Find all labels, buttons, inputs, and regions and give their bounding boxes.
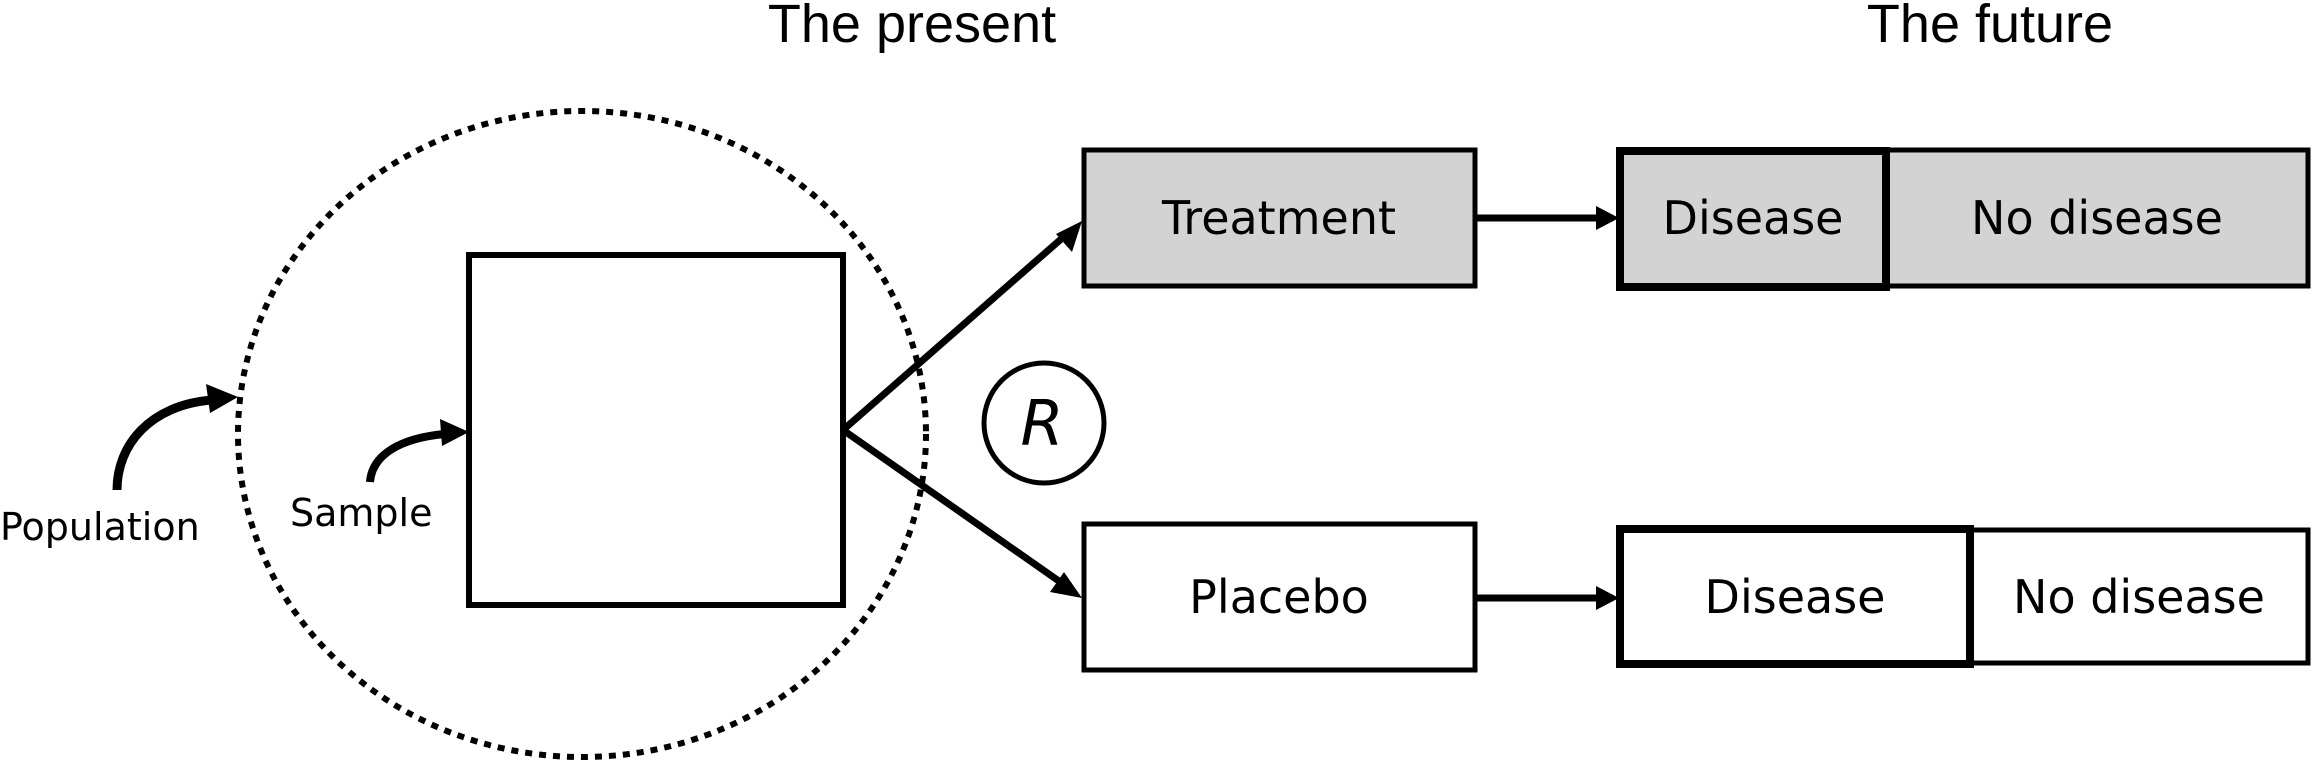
treatment-box xyxy=(1081,147,1478,289)
sample-box xyxy=(466,252,846,608)
population-circle xyxy=(235,108,929,760)
title-future: The future xyxy=(1867,0,2113,54)
treatment-outcome-arrowhead-icon xyxy=(1596,206,1619,230)
population-arrowhead-icon xyxy=(206,384,238,413)
treatment-no-disease-label: No disease xyxy=(1971,191,2223,245)
treatment-arm: Treatment No disease Disease xyxy=(1081,147,2311,291)
placebo-arm: Placebo No disease Disease xyxy=(1081,521,2311,673)
branch-arrow-treatment xyxy=(840,221,1082,433)
placebo-branch-arrowhead-icon xyxy=(1050,572,1082,598)
treatment-disease-label: Disease xyxy=(1663,191,1844,245)
randomization-label: R xyxy=(1020,387,1063,460)
population-arrow xyxy=(112,384,238,491)
sample-arrow xyxy=(366,419,469,483)
treatment-label: Treatment xyxy=(1161,191,1396,245)
treatment-branch-arrowhead-icon xyxy=(1056,221,1082,252)
placebo-no-disease-label: No disease xyxy=(2013,570,2265,624)
treatment-no-disease-box xyxy=(1883,147,2311,289)
placebo-label: Placebo xyxy=(1189,570,1369,624)
branch-arrow-placebo xyxy=(840,427,1082,598)
sample-label: Sample xyxy=(290,491,432,535)
placebo-disease-label: Disease xyxy=(1705,570,1886,624)
placebo-disease-box xyxy=(1616,525,1974,668)
placebo-box xyxy=(1081,521,1478,673)
treatment-disease-box xyxy=(1616,147,1890,291)
population-label: Population xyxy=(0,505,200,549)
title-present: The present xyxy=(768,0,1056,54)
sample-arrowhead-icon xyxy=(440,419,469,446)
randomization-circle xyxy=(981,360,1107,486)
placebo-outcome-arrowhead-icon xyxy=(1596,586,1619,610)
